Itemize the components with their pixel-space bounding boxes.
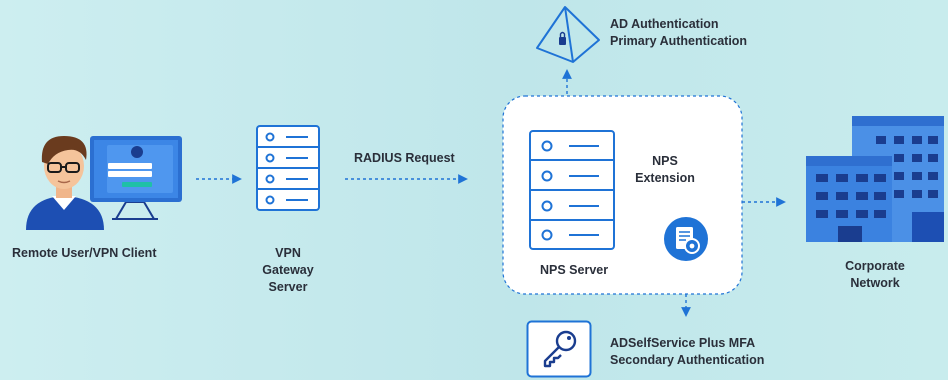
adselfservice-label: ADSelfService Plus MFA Secondary Authent… bbox=[610, 335, 764, 369]
office-buildings-icon bbox=[806, 116, 944, 242]
vpn-gateway-label: VPN Gateway Server bbox=[258, 245, 318, 296]
vpn-server-rack-icon bbox=[256, 125, 320, 211]
corporate-line-2: Network bbox=[850, 276, 900, 290]
nps-extension-line-1: NPS bbox=[652, 154, 678, 168]
certificate-gear-icon bbox=[664, 217, 708, 261]
user-at-monitor-icon bbox=[26, 136, 182, 230]
key-icon bbox=[526, 320, 592, 378]
nps-extension-label: NPS Extension bbox=[628, 153, 702, 187]
ad-auth-line-2: Primary Authentication bbox=[610, 34, 748, 48]
corporate-line-1: Corporate bbox=[845, 259, 905, 273]
ad-authentication-label: AD Authentication Primary Authentication bbox=[610, 16, 747, 50]
vpn-label-line-2: Gateway bbox=[262, 263, 314, 277]
nps-server-label: NPS Server bbox=[540, 263, 609, 277]
vpn-label-line-3: Server bbox=[268, 280, 308, 294]
adselfservice-line-1: ADSelfService Plus MFA bbox=[610, 336, 756, 350]
pyramid-lock-icon bbox=[536, 6, 600, 63]
vpn-label-line-1: VPN bbox=[275, 246, 301, 260]
nps-extension-line-2: Extension bbox=[635, 171, 695, 185]
remote-user-label: Remote User/VPN Client bbox=[12, 246, 157, 260]
radius-request-label: RADIUS Request bbox=[354, 151, 455, 165]
ad-auth-line-1: AD Authentication bbox=[610, 17, 719, 31]
corporate-network-label: Corporate Network bbox=[830, 258, 920, 292]
adselfservice-line-2: Secondary Authentication bbox=[610, 353, 765, 367]
nps-server-rack-icon bbox=[529, 130, 615, 250]
